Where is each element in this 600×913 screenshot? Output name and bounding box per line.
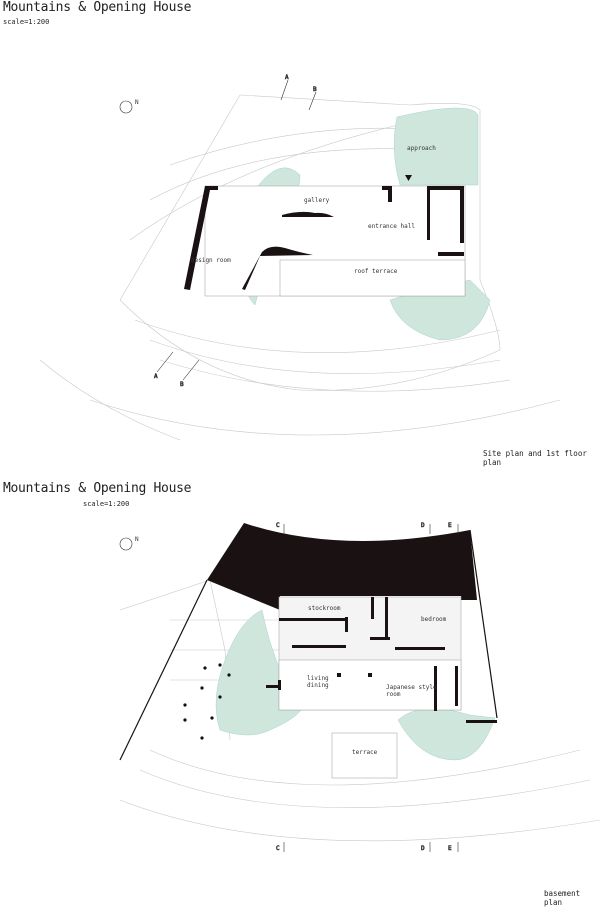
room-label-design-room: design room	[191, 257, 231, 264]
plan-1-scale: scale=1:200	[3, 18, 50, 26]
earth-mass-2	[207, 523, 477, 610]
section-mark-c-top: C	[276, 522, 280, 529]
room-label-bedroom: bedroom	[421, 616, 447, 623]
room-label-japanese-style: Japanese style	[386, 684, 437, 691]
north-label-2: N	[135, 536, 139, 543]
room-label-terrace: terrace	[352, 749, 378, 756]
plan-2-caption: basement plan	[544, 889, 581, 907]
north-arrow-2: N	[119, 536, 139, 551]
room-label-room: room	[386, 691, 401, 698]
walls-1	[184, 175, 464, 290]
building-1	[204, 185, 466, 297]
plan-1-caption: Site plan and 1st floor plan	[483, 449, 587, 467]
site-plan-1	[39, 94, 561, 441]
section-mark-a-bottom: A	[154, 373, 158, 380]
plan-2-scale: scale=1:200	[83, 500, 130, 508]
section-mark-b-top: B	[313, 86, 317, 93]
room-label-approach: approach	[407, 145, 436, 152]
plan-1-title: Mountains & Opening House	[3, 0, 192, 15]
room-label-living: living	[307, 675, 329, 682]
section-mark-b-bottom: B	[180, 381, 184, 388]
room-label-stockroom: stockroom	[308, 605, 341, 612]
room-label-roof-terrace: roof terrace	[354, 268, 398, 275]
section-mark-e-top: E	[448, 522, 452, 529]
section-mark-e-bottom: E	[448, 845, 452, 852]
room-label-dining: dining	[307, 682, 329, 689]
north-arrow-1: N	[119, 99, 139, 114]
outline-2	[119, 529, 498, 761]
tree-dots-2	[183, 663, 231, 740]
plan-2-title: Mountains & Opening House	[3, 481, 192, 496]
section-mark-d-top: D	[421, 522, 425, 529]
room-label-entrance-hall: entrance hall	[368, 223, 415, 230]
section-mark-d-bottom: D	[421, 845, 425, 852]
section-marks-2: C D E C D E	[276, 522, 459, 852]
north-label: N	[135, 99, 139, 106]
room-label-gallery: gallery	[304, 197, 330, 204]
section-marks-1: A B A B	[154, 74, 318, 389]
building-2	[278, 596, 462, 779]
walls-2	[266, 597, 497, 723]
section-mark-c-bottom: C	[276, 845, 280, 852]
section-mark-a-top: A	[285, 74, 289, 81]
